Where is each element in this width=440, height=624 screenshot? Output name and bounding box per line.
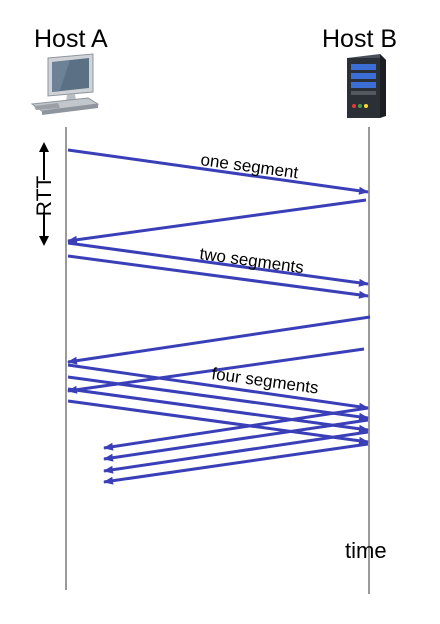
host-a-label: Host A — [34, 25, 108, 53]
rtt-indicator: RTT — [33, 142, 56, 246]
desktop-computer-icon — [30, 53, 100, 115]
arrow-ack-4c — [103, 430, 369, 474]
server-tower-icon — [347, 54, 386, 118]
time-label: time — [345, 538, 387, 563]
arrow-ack-1 — [67, 198, 367, 244]
arrow-ack-4d — [103, 442, 369, 485]
arrow-four-segments-1 — [67, 363, 369, 411]
rtt-label: RTT — [33, 176, 56, 217]
arrow-one-segment — [67, 148, 369, 195]
arrow-two-segments-2 — [67, 254, 369, 299]
one-segment-label: one segment — [199, 150, 299, 182]
two-segments-label: two segments — [198, 244, 304, 277]
arrow-four-segments-4 — [67, 399, 369, 445]
arrow-ack-2a — [67, 315, 371, 365]
arrow-ack-4b — [103, 418, 369, 462]
host-b-label: Host B — [322, 25, 397, 53]
segment-arrows — [67, 148, 371, 485]
arrow-four-segments-3 — [67, 387, 369, 433]
arrow-ack-4a — [103, 406, 369, 451]
arrow-two-segments-1 — [67, 241, 369, 287]
arrow-four-segments-2 — [67, 375, 369, 421]
